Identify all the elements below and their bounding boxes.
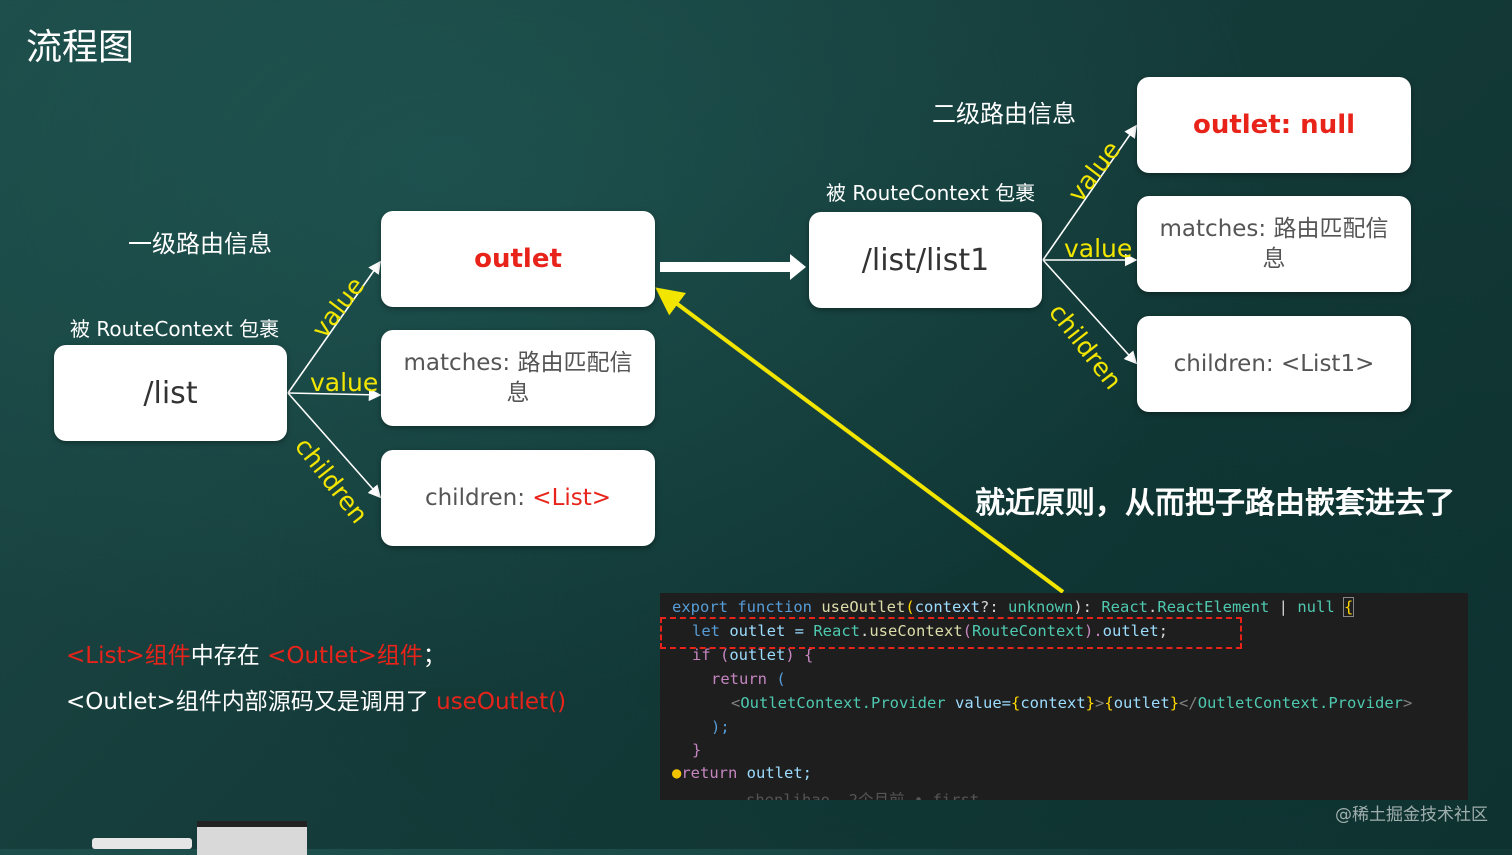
- node-list-text: /list: [143, 375, 198, 411]
- level2-outlet-box: outlet: null: [1137, 77, 1411, 173]
- node-list-list1: /list/list1: [809, 212, 1042, 308]
- note-outlet-component: <Outlet>组件: [267, 643, 423, 669]
- level1-matches-box: matches: 路由匹配信息: [381, 330, 655, 426]
- note-line-2: <Outlet>组件内部源码又是调用了 useOutlet(): [66, 682, 566, 716]
- principle-arrow: [655, 287, 1065, 594]
- code-line-2: let outlet = React.useContext(RouteConte…: [692, 622, 1169, 640]
- highlight-dashed-box: [660, 617, 1242, 649]
- level1-outlet-text: outlet: [474, 244, 562, 274]
- note-text-c: <Outlet>组件内部源码又是调用了: [66, 689, 437, 715]
- level2-outlet-text: outlet: null: [1192, 110, 1356, 140]
- note-list-component: <List>组件: [66, 643, 191, 669]
- lightbulb-icon: ●: [672, 764, 682, 782]
- edge-label-value-mid-l2: value: [1064, 234, 1133, 263]
- code-line-1: export function useOutlet(context?: unkn…: [672, 597, 1355, 617]
- level2-matches-text: matches: 路由匹配信息: [1159, 216, 1389, 272]
- edge-label-value-mid-l1: value: [310, 368, 379, 397]
- level1-edges: [287, 260, 382, 499]
- code-line-8: ●return outlet;: [672, 764, 812, 782]
- level2-matches-box: matches: 路由匹配信息: [1137, 196, 1411, 292]
- node-list: /list: [54, 345, 287, 441]
- note-text-b: ；: [422, 643, 446, 669]
- level2-wrap-label: 被 RouteContext 包裹: [826, 181, 1036, 205]
- note-text-a: 中存在: [190, 643, 268, 669]
- chalk-tray: [92, 838, 192, 849]
- code-line-5: <OutletContext.Provider value={context}>…: [731, 694, 1413, 712]
- principle-text: 就近原则，从而把子路由嵌套进去了: [975, 486, 1455, 521]
- page-title: 流程图: [26, 27, 135, 68]
- code-line-3: if (outlet) {: [692, 646, 814, 664]
- fat-arrow: [660, 254, 806, 280]
- level1-children-value: <List>: [532, 485, 612, 511]
- level1-section-label: 一级路由信息: [128, 230, 272, 258]
- level2-children-text: children: <List1>: [1173, 351, 1375, 377]
- code-line-4: return (: [711, 670, 786, 688]
- level2-section-label: 二级路由信息: [932, 100, 1076, 128]
- code-snippet: export function useOutlet(context?: unkn…: [660, 593, 1468, 800]
- watermark: @稀土掘金技术社区: [1335, 805, 1488, 825]
- level1-outlet-box: outlet: [381, 211, 655, 307]
- level1-children-prefix: children:: [424, 485, 533, 511]
- level2-edges: [1042, 124, 1138, 365]
- level1-matches-text: matches: 路由匹配信息: [403, 350, 633, 406]
- node-list-list1-text: /list/list1: [861, 242, 990, 278]
- note-use-outlet: useOutlet(): [436, 689, 567, 715]
- code-line-6: );: [711, 718, 730, 736]
- level1-children-box: children: <List>: [381, 450, 655, 546]
- code-blame-ghost: shenlihao, 2个月前 • first: [746, 791, 980, 800]
- eraser: [197, 821, 307, 855]
- note-line-1: <List>组件中存在 <Outlet>组件；: [66, 636, 446, 670]
- level1-wrap-label: 被 RouteContext 包裹: [70, 317, 280, 341]
- code-line-7: }: [692, 741, 702, 759]
- level2-children-box: children: <List1>: [1137, 316, 1411, 412]
